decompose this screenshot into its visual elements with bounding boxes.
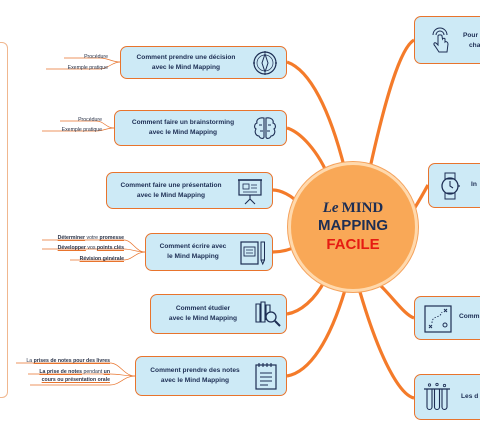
node-notes-label: Comment prendre des notes avec le Mind M…: [150, 367, 240, 384]
test-tubes-icon: [421, 382, 453, 414]
subtopic-notes-cours[interactable]: La prise de notes pendant un cours ou pr…: [39, 369, 110, 384]
node-brainstorming-label: Comment faire un brainstorming avec le M…: [131, 119, 235, 136]
subtopic-brainstorming-procedure[interactable]: Procédure: [78, 117, 102, 123]
node-ecrire[interactable]: Comment écrire avec le Mind Mapping: [145, 233, 273, 271]
subtopic-ecrire-revision[interactable]: Révision générale: [79, 256, 124, 262]
node-right-3[interactable]: Comm: [414, 296, 480, 340]
node-ecrire-label: Comment écrire avec le Mind Mapping: [159, 243, 227, 260]
left-edge-frame: [0, 42, 8, 398]
central-topic-line2: MAPPING: [317, 217, 388, 235]
node-right-2-label: In: [471, 181, 477, 188]
node-brainstorming[interactable]: Comment faire un brainstorming avec le M…: [114, 110, 287, 146]
books-magnifier-icon: [251, 298, 283, 330]
node-right-2[interactable]: In: [428, 163, 480, 208]
notepad-icon: [250, 360, 282, 392]
branch-right-3: [378, 283, 415, 320]
node-decision[interactable]: Comment prendre une décision avec le Min…: [120, 46, 287, 79]
node-etudier-label: Comment étudier avec le Mind Mapping: [168, 305, 238, 322]
node-right-1[interactable]: Pour cha: [414, 16, 480, 64]
strategy-board-icon: [422, 303, 454, 335]
node-presentation-label: Comment faire une présentation avec le M…: [120, 181, 222, 199]
node-notes[interactable]: Comment prendre des notes avec le Mind M…: [135, 356, 287, 396]
branch-decision: [286, 60, 347, 171]
subtopic-notes-livres[interactable]: La prises de notes pour des livres: [26, 358, 110, 364]
node-right-4-label: Les d: [461, 393, 479, 400]
central-topic-line3: FACILE: [326, 236, 380, 253]
node-right-3-label: Comm: [459, 313, 480, 320]
branch-etudier: [286, 279, 327, 316]
node-decision-label: Comment prendre une décision avec le Min…: [136, 53, 236, 71]
branch-notes: [286, 289, 347, 378]
subtopic-ecrire-points[interactable]: Développer vos points clés: [57, 245, 124, 251]
node-etudier[interactable]: Comment étudier avec le Mind Mapping: [150, 294, 287, 334]
node-presentation[interactable]: Comment faire une présentation avec le M…: [106, 172, 273, 209]
subtopic-ecrire-promesse[interactable]: Déterminer votre promesse: [57, 235, 124, 241]
subtopic-decision-exemple[interactable]: Exemple pratique: [67, 65, 108, 71]
notebook-pencil-icon: [238, 238, 268, 268]
subtopic-decision-procedure[interactable]: Procédure: [84, 54, 108, 60]
node-right-4[interactable]: Les d: [414, 374, 480, 420]
presentation-board-icon: [235, 176, 265, 206]
subtopic-brainstorming-exemple[interactable]: Exemple pratique: [61, 127, 102, 133]
wristwatch-icon: [435, 171, 465, 201]
brain-icon: [250, 113, 280, 143]
branch-right-1: [368, 38, 415, 169]
compass-icon: [250, 48, 280, 78]
node-right-1-label: Pour cha: [463, 32, 480, 49]
branch-right-4: [358, 291, 415, 400]
touch-hand-icon: [425, 25, 455, 55]
